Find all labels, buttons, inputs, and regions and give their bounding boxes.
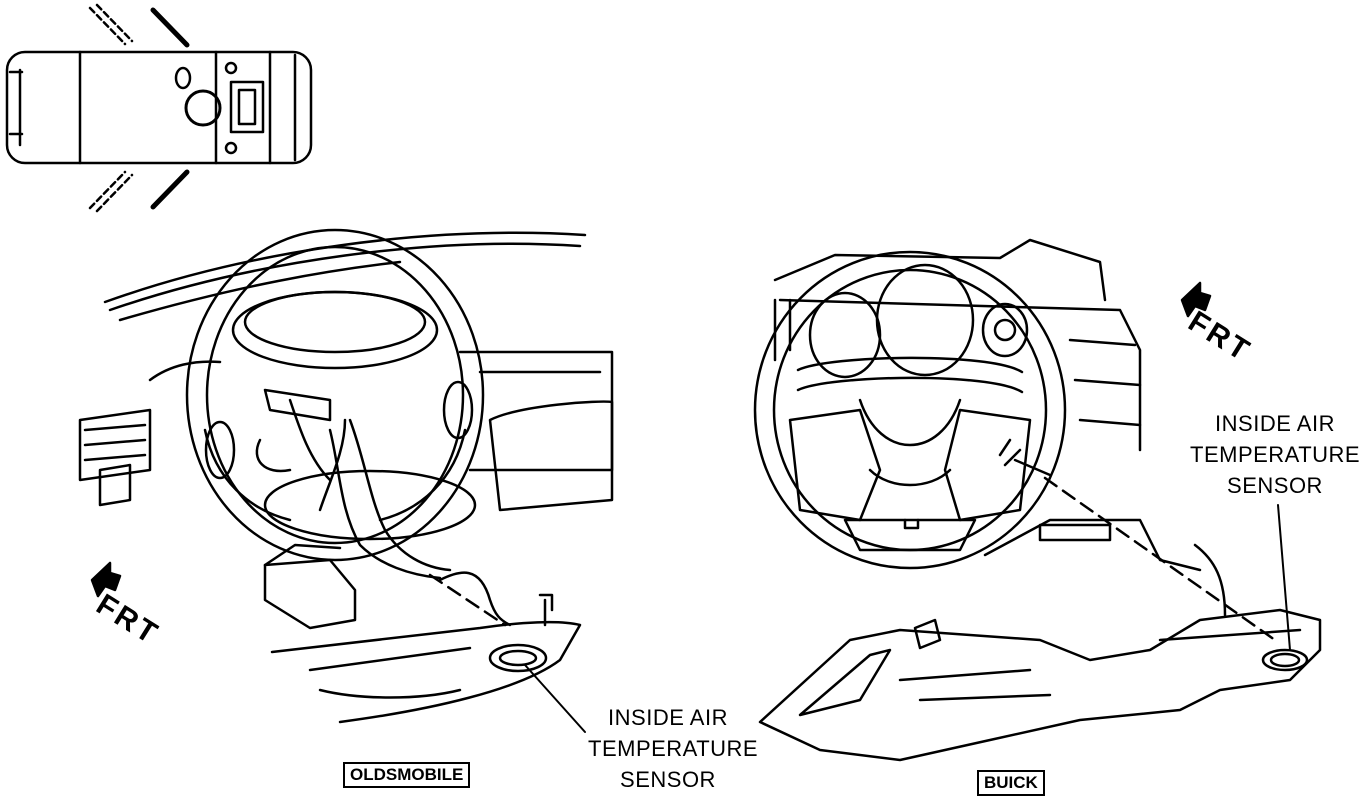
left-frt-arrow-icon	[90, 561, 122, 598]
vehicle-locator	[5, 3, 313, 213]
right-frt-arrow-icon	[1180, 281, 1212, 318]
left-callout-line-3: SENSOR	[620, 767, 716, 792]
right-callout-line-3: SENSOR	[1227, 473, 1323, 498]
right-callout-label: INSIDE AIR TEMPERATURE SENSOR	[1190, 408, 1360, 501]
right-callout-line-2: TEMPERATURE	[1190, 442, 1360, 467]
left-callout-label: INSIDE AIR TEMPERATURE SENSOR	[588, 702, 759, 795]
buick-illustration	[753, 238, 1322, 762]
buick-caption: BUICK	[977, 770, 1045, 796]
oldsmobile-illustration	[78, 228, 614, 733]
right-callout-line-1: INSIDE AIR	[1215, 411, 1335, 436]
oldsmobile-caption: OLDSMOBILE	[343, 762, 471, 788]
left-callout-line-2: TEMPERATURE	[588, 736, 759, 761]
left-callout-line-1: INSIDE AIR	[608, 705, 728, 730]
